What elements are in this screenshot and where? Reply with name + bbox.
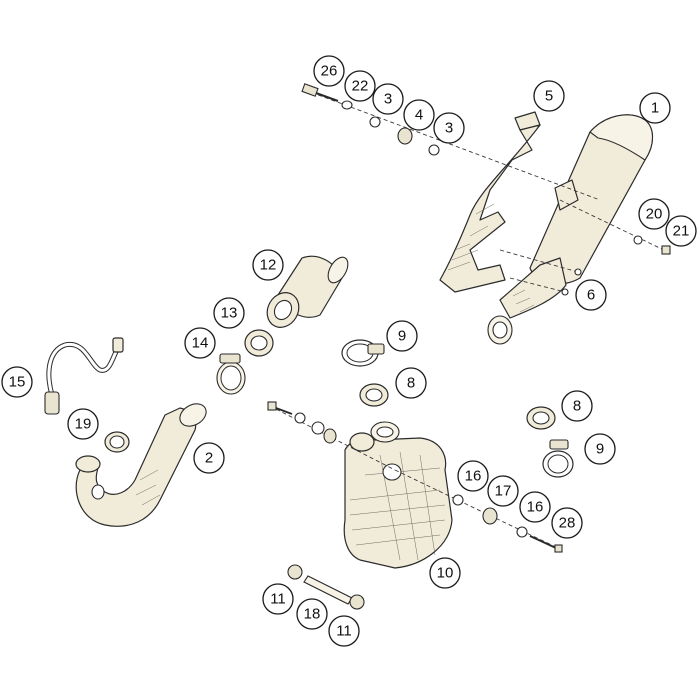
- callout-label: 9: [596, 441, 604, 458]
- callout-label: 21: [673, 223, 690, 240]
- gasket-13: [244, 329, 274, 357]
- callout-label: 15: [9, 374, 26, 391]
- callout-2: 2: [193, 442, 225, 474]
- catalyst: [266, 255, 349, 328]
- callout-20: 20: [638, 198, 670, 230]
- callout-16-lower: 16: [519, 491, 551, 523]
- callout-label: 11: [270, 591, 286, 608]
- callout-18: 18: [296, 598, 328, 630]
- callout-label: 19: [75, 416, 92, 433]
- callout-label: 14: [192, 335, 209, 352]
- callout-12: 12: [252, 249, 284, 281]
- callout-6: 6: [575, 279, 607, 311]
- callout-3-lower: 3: [433, 112, 465, 144]
- callout-label: 13: [221, 305, 238, 322]
- callout-17: 17: [487, 475, 519, 507]
- callout-26: 26: [313, 55, 345, 87]
- callout-label: 3: [445, 120, 453, 137]
- heat-shield: [439, 111, 541, 293]
- callout-9-upper: 9: [386, 320, 418, 352]
- callout-label: 8: [407, 375, 415, 392]
- lambda-sensor: [44, 337, 124, 415]
- clamp-9-right: [542, 439, 574, 478]
- callout-11-right: 11: [328, 615, 360, 647]
- callout-label: 12: [260, 257, 277, 274]
- callout-label: 9: [398, 328, 406, 345]
- callout-label: 26: [321, 63, 338, 80]
- gasket-8-right: [526, 406, 556, 430]
- clamp-14: [216, 353, 246, 395]
- header-pipe: [75, 403, 207, 527]
- pre-silencer: [343, 421, 453, 569]
- callout-label: 3: [384, 91, 392, 108]
- callout-label: 16: [527, 499, 544, 516]
- callout-label: 17: [495, 483, 512, 500]
- callout-label: 6: [587, 287, 595, 304]
- callout-8-upper: 8: [395, 367, 427, 399]
- silencer: [487, 114, 654, 345]
- callout-label: 22: [352, 78, 369, 95]
- callout-label: 1: [651, 100, 659, 117]
- upper-bolt-stack: [301, 83, 601, 201]
- callout-label: 5: [545, 88, 553, 105]
- callout-13: 13: [213, 297, 245, 329]
- right-lower-bolt-stack: [394, 469, 563, 553]
- bottom-spacer-stack: [287, 564, 365, 610]
- gasket-19: [104, 431, 130, 453]
- right-bolt-stack: [559, 199, 671, 255]
- clamp-9-upper: [341, 339, 385, 367]
- callout-8-right: 8: [561, 390, 593, 422]
- silencer-screws: [499, 249, 582, 296]
- left-bolt-stack: [267, 401, 396, 471]
- callout-22: 22: [344, 70, 376, 102]
- callout-label: 4: [415, 107, 423, 124]
- callout-14: 14: [184, 327, 216, 359]
- callout-16-upper: 16: [457, 460, 489, 492]
- callout-28: 28: [551, 507, 583, 539]
- callout-label: 28: [559, 515, 576, 532]
- callout-label: 10: [437, 565, 454, 582]
- callout-21: 21: [665, 215, 697, 247]
- callout-label: 8: [573, 398, 581, 415]
- gasket-8-upper: [359, 383, 389, 407]
- callout-label: 16: [465, 468, 482, 485]
- callout-19: 19: [67, 408, 99, 440]
- callout-10: 10: [429, 557, 461, 589]
- callout-9-right: 9: [584, 433, 616, 465]
- callout-label: 20: [646, 206, 663, 223]
- callout-label: 11: [336, 623, 352, 640]
- callout-label: 2: [205, 450, 213, 467]
- callout-1: 1: [639, 92, 671, 124]
- callout-label: 18: [304, 606, 321, 623]
- callout-15: 15: [1, 366, 33, 398]
- callout-3-upper: 3: [372, 83, 404, 115]
- callout-4: 4: [403, 99, 435, 131]
- callout-11-left: 11: [262, 583, 294, 615]
- callout-5: 5: [533, 80, 565, 112]
